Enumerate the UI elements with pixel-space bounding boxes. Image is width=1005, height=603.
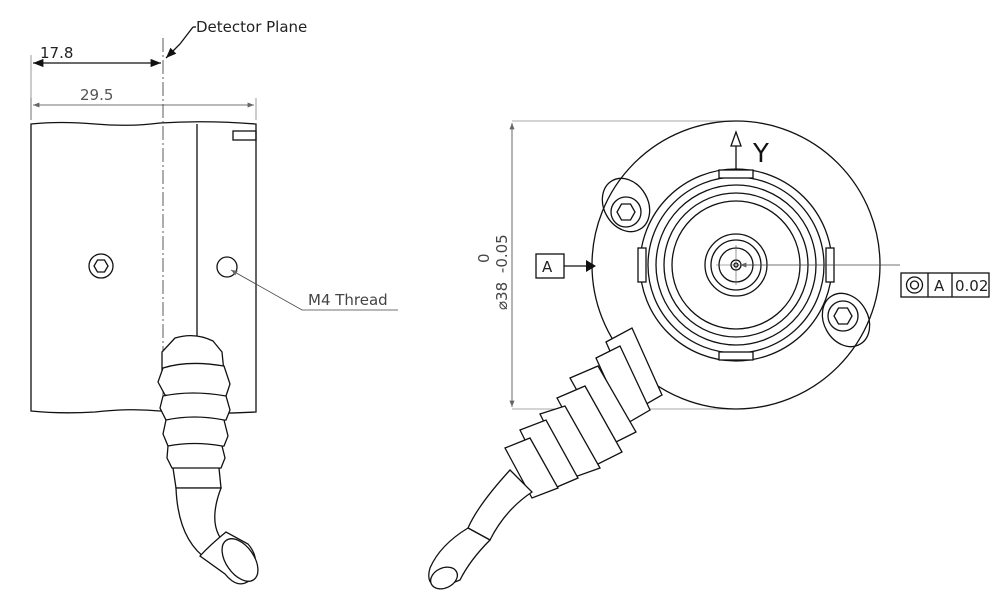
diameter-nominal: ⌀38 [493,282,511,310]
m4-thread-hole [216,256,238,278]
front-view: ⌀38 -0.05 0 A Y [428,120,990,590]
side-body-outline [30,121,257,414]
side-notch [232,130,257,141]
dim-29-5: 29.5 [30,86,257,120]
dim-17-8: 17.8 [30,44,161,120]
diameter-tolerance-upper: 0 [475,253,493,263]
concentricity-icon [905,276,924,294]
diameter-tolerance-lower: -0.05 [493,234,511,273]
fcf-datum-label: A [934,277,945,295]
side-view: 17.8 29.5 Detector Plane M4 Thread [30,18,398,585]
y-axis-marker: Y [730,130,769,172]
diameter-label: ⌀38 -0.05 [493,234,511,310]
front-screw-bottom-right [821,292,871,348]
detector-plane-callout: Detector Plane [165,18,307,59]
front-screw-top-left [601,177,651,233]
datum-a-label: A [542,258,553,276]
m4-thread-label: M4 Thread [308,291,388,309]
dim-diameter: ⌀38 -0.05 0 [475,120,735,410]
bayonet-tab-bottom [718,351,754,361]
datum-a-feature: A [535,253,596,279]
bayonet-tab-left [637,247,647,283]
m4-thread-callout: M4 Thread [230,269,398,311]
dim-29-5-label: 29.5 [80,86,113,104]
y-axis-label: Y [752,139,769,169]
detector-plane-label: Detector Plane [196,18,307,36]
fcf-tolerance-label: 0.02 [955,277,988,295]
feature-control-frame: A 0.02 [900,272,990,298]
side-screw [88,253,114,279]
bayonet-tab-top [718,169,754,179]
dim-17-8-label: 17.8 [40,44,73,62]
front-cable [428,327,663,590]
side-cable [157,334,259,585]
